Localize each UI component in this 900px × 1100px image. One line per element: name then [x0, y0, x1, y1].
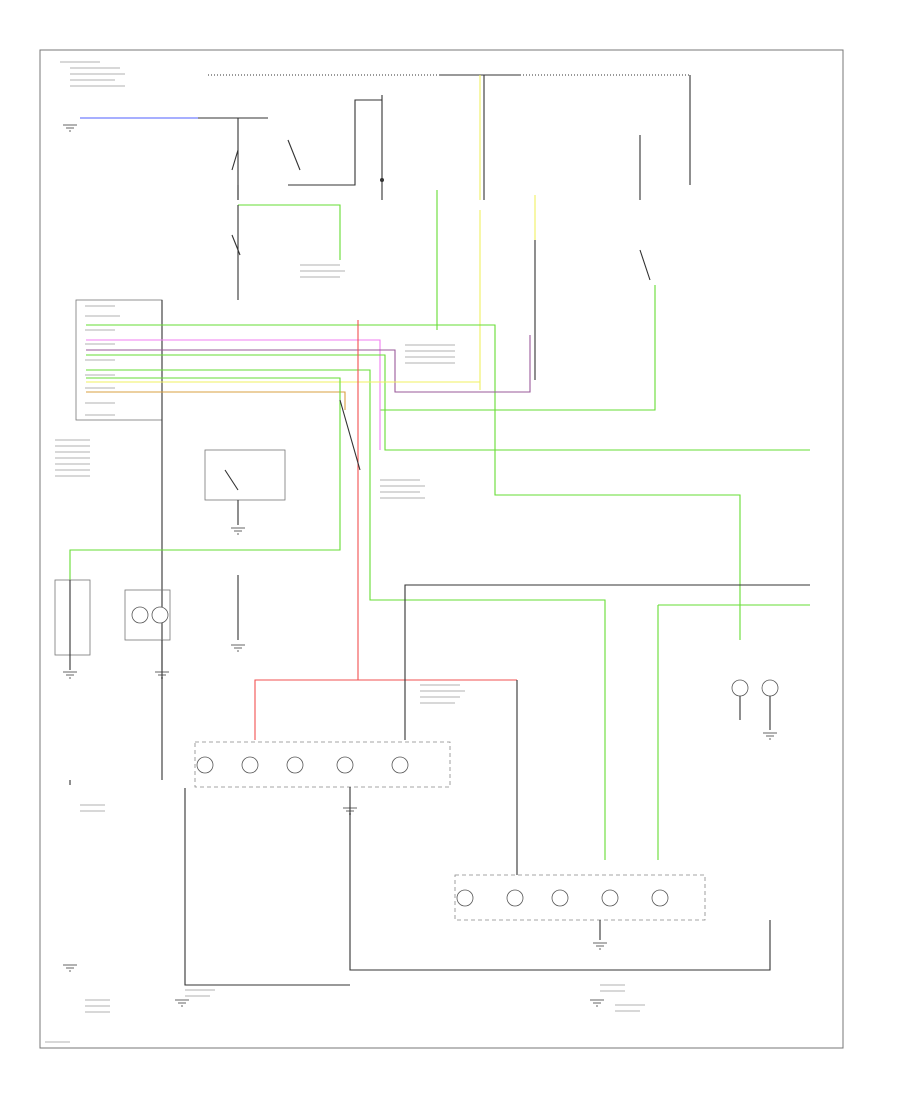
- switch-contact: [231, 149, 239, 200]
- ground-symbols: [63, 124, 777, 1007]
- diagram-frame: [39, 49, 844, 1049]
- lamp-left-box: [54, 579, 91, 656]
- lamp-right-side-1: [731, 679, 749, 697]
- switch-box-upper: [287, 99, 382, 186]
- green-branch-upper: [238, 204, 341, 260]
- relay-box-mid: [204, 449, 286, 501]
- rear-cluster-right: [454, 874, 706, 921]
- lamp-left-box-2: [124, 589, 171, 641]
- black-diagonal: [339, 399, 361, 471]
- green-wire-4: [69, 377, 341, 580]
- relay-switch: [231, 234, 241, 256]
- bottom-return: [349, 805, 771, 971]
- rear-left-lamp-2: [241, 756, 259, 774]
- rear-right-lamp-5: [651, 889, 669, 907]
- green-wire-3: [86, 369, 606, 860]
- label-marks: [45, 61, 645, 1043]
- purple-wire: [86, 335, 531, 393]
- right-upper-relay: [639, 135, 651, 281]
- rear-left-lamp-5: [391, 756, 409, 774]
- bottom-left-bus: [184, 788, 350, 986]
- rear-right-lamp-1: [456, 889, 474, 907]
- black-trunk: [404, 584, 810, 740]
- rear-cluster-left: [194, 741, 451, 788]
- green-right-short: [380, 285, 656, 411]
- rear-right-lamp-2: [506, 889, 524, 907]
- fuse-terminal: [380, 178, 384, 182]
- rear-right-lamp-3: [551, 889, 569, 907]
- red-wire: [254, 320, 517, 740]
- relay-box-mid-switch: [224, 469, 239, 525]
- lamp-right-side-wire: [739, 696, 771, 730]
- lamp-left-b: [151, 606, 169, 624]
- lamp-right-side-2: [761, 679, 779, 697]
- pink-wire: [86, 339, 381, 450]
- lamp-left-a: [131, 606, 149, 624]
- green-wire-2: [86, 354, 810, 451]
- orange-wire: [86, 391, 346, 410]
- rear-left-lamp-1: [196, 756, 214, 774]
- green-wire-1: [86, 324, 741, 640]
- lamp-left-wire: [69, 580, 163, 670]
- rear-left-lamp-4: [336, 756, 354, 774]
- rear-left-lamp-3: [286, 756, 304, 774]
- rear-right-lamp-4: [601, 889, 619, 907]
